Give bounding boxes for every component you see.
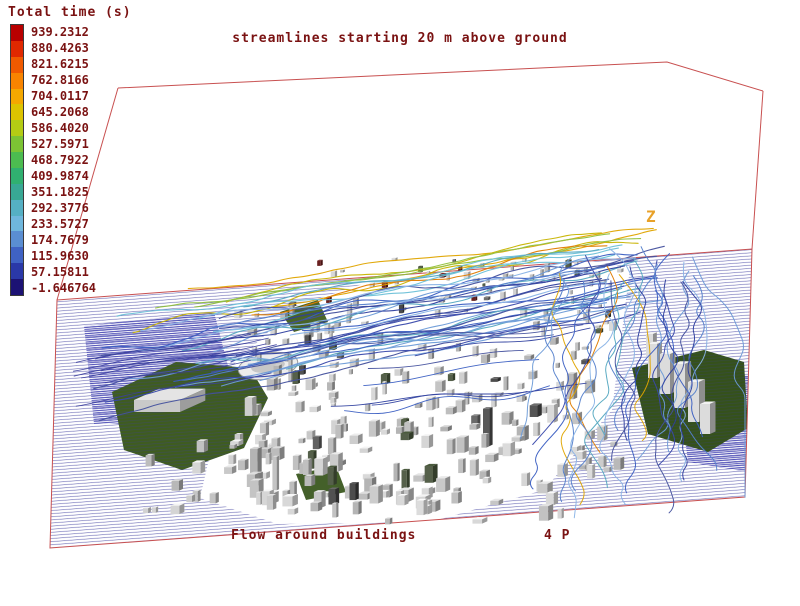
legend-color-swatch <box>11 183 23 200</box>
legend-tick-label: 880.4263 <box>31 41 89 55</box>
legend-tick-label: 939.2312 <box>31 25 89 39</box>
legend-tick-label: 351.1825 <box>31 185 89 199</box>
legend-color-swatch <box>11 199 23 216</box>
legend-color-swatch <box>11 215 23 232</box>
legend-title: Total time (s) <box>8 5 132 20</box>
legend-color-swatch <box>11 152 23 168</box>
legend-tick-label: 586.4020 <box>31 121 89 135</box>
legend-tick-label: 115.9630 <box>31 249 89 263</box>
legend-tick-label: 704.0117 <box>31 89 89 103</box>
legend-tick-labels: 939.2312 880.4263 821.6215 762.8166 704.0117… <box>31 24 96 296</box>
legend-color-swatch <box>11 231 23 248</box>
legend-color-bar <box>10 24 24 296</box>
legend-tick-label: 821.6215 <box>31 57 89 71</box>
legend-color-swatch <box>11 25 23 41</box>
legend-color-swatch <box>11 40 23 57</box>
legend-scale: 939.2312 880.4263 821.6215 762.8166 704.0117… <box>10 24 132 296</box>
legend-tick-label: 57.15811 <box>31 265 89 279</box>
legend-color-swatch <box>11 263 23 279</box>
streamlines <box>73 227 746 519</box>
z-axis-label: Z <box>646 207 656 226</box>
legend-color-swatch <box>11 136 23 152</box>
legend-color-swatch <box>11 247 23 264</box>
legend-color-swatch <box>11 279 23 295</box>
plot-title: streamlines starting 20 m above ground <box>232 31 568 46</box>
legend-tick-label: 292.3776 <box>31 201 89 215</box>
legend-color-swatch <box>11 104 23 121</box>
colorbar-legend: Total time (s) 939.2312 880.4263 821.6215 7… <box>8 5 132 296</box>
caption-processor-count: 4 P <box>544 528 571 543</box>
legend-color-swatch <box>11 167 23 184</box>
caption-flow-around-buildings: Flow around buildings <box>231 528 417 543</box>
legend-tick-label: -1.646764 <box>31 281 97 295</box>
legend-tick-label: 645.2068 <box>31 105 89 119</box>
legend-color-swatch <box>11 120 23 137</box>
legend-color-swatch <box>11 72 23 89</box>
legend-tick-label: 174.7679 <box>31 233 89 247</box>
legend-tick-label: 233.5727 <box>31 217 89 231</box>
legend-color-swatch <box>11 88 23 105</box>
legend-tick-label: 762.8166 <box>31 73 89 87</box>
legend-tick-label: 409.9874 <box>31 169 89 183</box>
legend-tick-label: 468.7922 <box>31 153 89 167</box>
legend-color-swatch <box>11 56 23 73</box>
legend-tick-label: 527.5971 <box>31 137 89 151</box>
